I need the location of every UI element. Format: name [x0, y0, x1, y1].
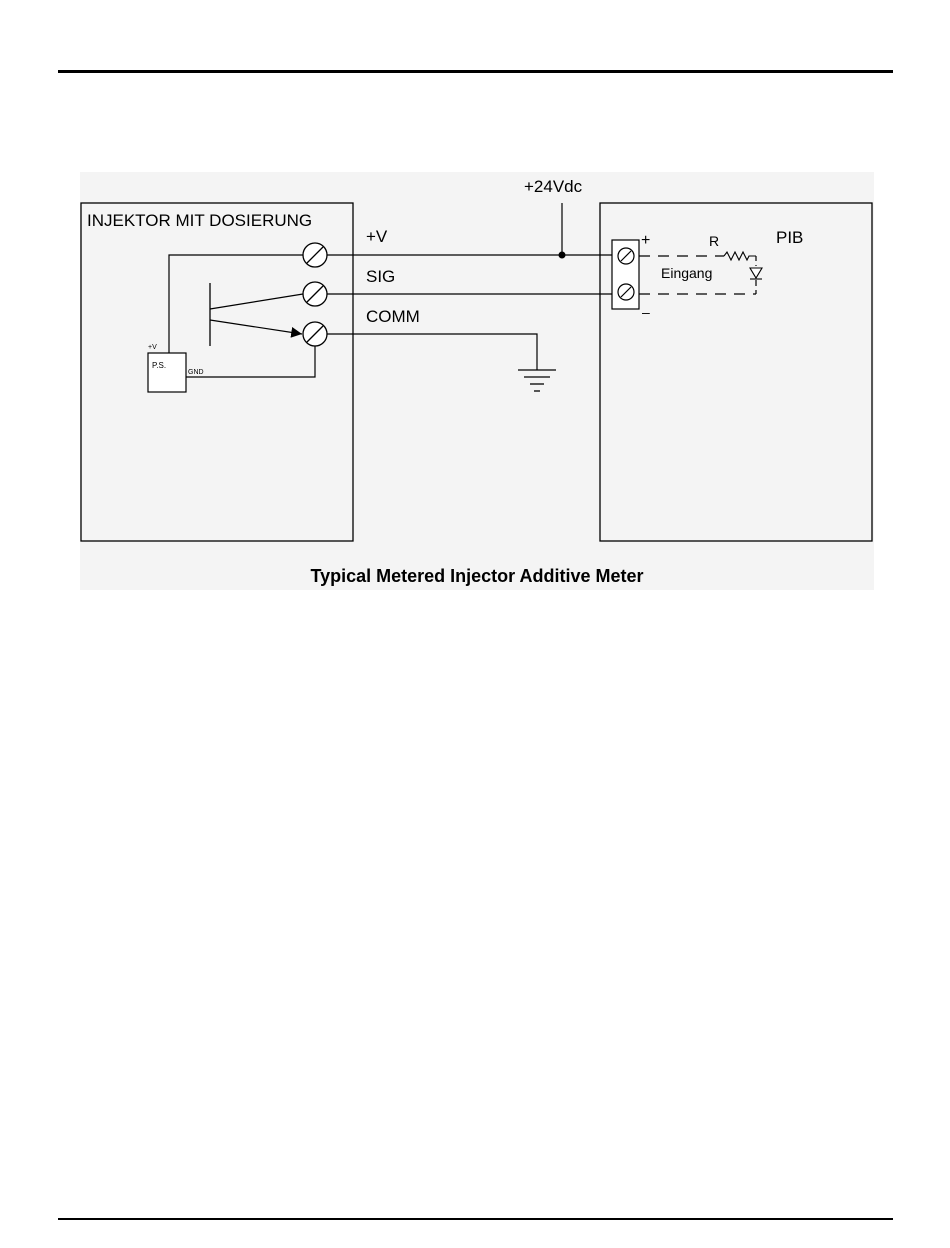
wire-ps-plus	[169, 255, 303, 353]
terminal-comm	[303, 322, 327, 346]
input-plus-label: +	[641, 232, 650, 249]
terminal-sig	[303, 282, 327, 306]
supply-label: +24Vdc	[524, 177, 583, 196]
power-supply-box	[148, 353, 186, 392]
switch-contact-sig	[210, 294, 303, 309]
wire-label-sig: SIG	[366, 267, 395, 286]
wire-label-v: +V	[366, 227, 388, 246]
wire-ps-gnd	[186, 346, 315, 377]
pib-terminal-minus	[618, 284, 634, 300]
resistor-label: R	[709, 233, 719, 249]
wire-label-comm: COMM	[366, 307, 420, 326]
power-supply-plus-label: +V	[148, 344, 157, 351]
switch-arrow-comm	[210, 320, 302, 334]
diode-icon	[750, 268, 762, 279]
figure-caption: Typical Metered Injector Additive Meter	[80, 566, 874, 587]
resistor-icon	[724, 252, 756, 260]
injector-title: INJEKTOR MIT DOSIERUNG	[87, 211, 312, 230]
input-label: Eingang	[661, 265, 712, 281]
ground-icon	[518, 370, 556, 391]
footer-rule	[58, 1218, 893, 1220]
input-minus-label: –	[642, 304, 650, 320]
terminal-v	[303, 243, 327, 267]
pib-title: PIB	[776, 228, 803, 247]
pib-terminal-plus	[618, 248, 634, 264]
wire-comm	[327, 334, 537, 370]
power-supply-gnd-label: GND	[188, 369, 204, 376]
power-supply-label: P.S.	[152, 361, 166, 370]
